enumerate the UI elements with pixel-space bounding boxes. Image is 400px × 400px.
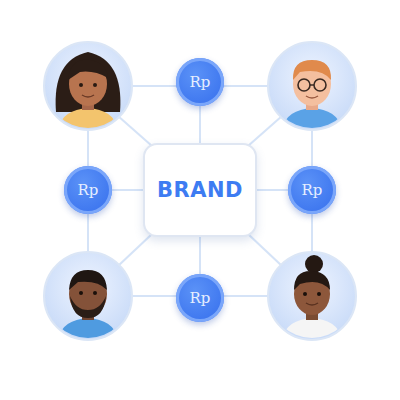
currency-label: Rp [190, 73, 211, 91]
network-lines [88, 86, 312, 296]
currency-label: Rp [78, 181, 99, 199]
coin-circle: Rp [64, 166, 112, 214]
currency-label: Rp [190, 289, 211, 307]
avatar-bottom-left [44, 252, 132, 342]
avatar-top-right [268, 42, 356, 132]
coin-circle: Rp [288, 166, 336, 214]
currency-label: Rp [302, 181, 323, 199]
brand-label: BRAND [157, 178, 243, 202]
connector-line [199, 106, 201, 143]
avatar-top-left [44, 42, 132, 132]
brand-box: BRAND [143, 143, 257, 237]
avatar-bottom-right [268, 252, 356, 342]
coin-circle: Rp [176, 58, 224, 106]
connector-line [112, 189, 143, 191]
connector-line [257, 189, 288, 191]
coin-circle: Rp [176, 274, 224, 322]
connector-line [199, 237, 201, 274]
